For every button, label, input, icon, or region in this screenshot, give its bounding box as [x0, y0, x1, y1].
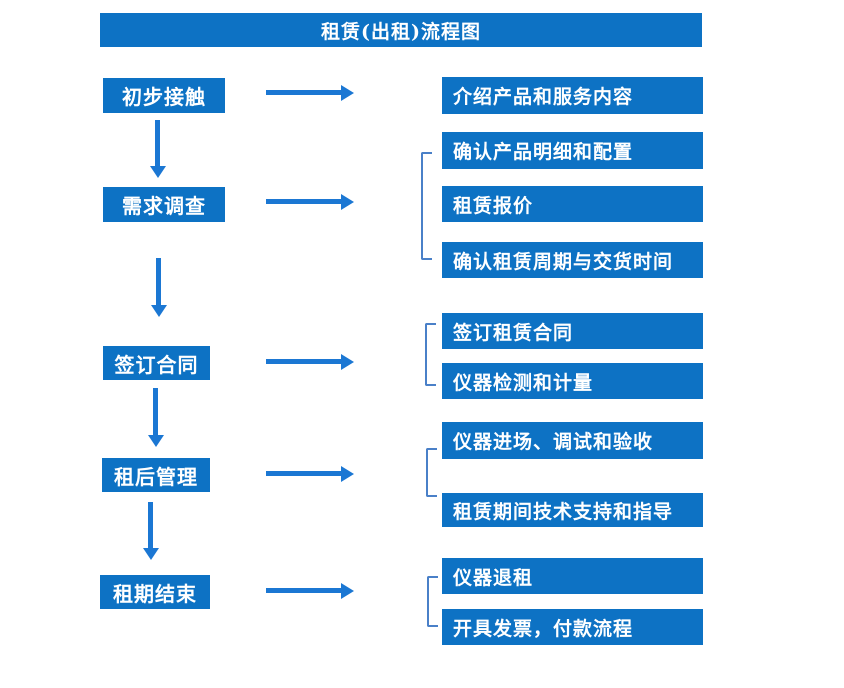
detail-instrument-arrival-debug-acceptance: 仪器进场、调试和验收 [442, 422, 703, 459]
arrow-shaft [153, 388, 158, 435]
down-arrow-icon [150, 120, 166, 178]
down-arrow-icon [151, 258, 167, 317]
right-arrow-icon [266, 354, 354, 370]
arrow-head [151, 305, 167, 317]
detail-sign-rental-contract: 签订租赁合同 [442, 313, 703, 349]
detail-confirm-product-specs: 确认产品明细和配置 [442, 132, 703, 169]
step-demand-survey: 需求调查 [103, 187, 225, 222]
arrow-shaft [155, 120, 160, 166]
detail-rental-quotation: 租赁报价 [442, 186, 703, 222]
arrow-head [148, 435, 164, 447]
arrow-head [150, 166, 166, 178]
arrow-shaft [148, 502, 153, 548]
arrow-shaft [266, 588, 342, 593]
arrow-shaft [156, 258, 161, 305]
detail-instrument-testing-metering: 仪器检测和计量 [442, 363, 703, 399]
arrow-head [341, 583, 354, 599]
down-arrow-icon [143, 502, 159, 560]
arrow-head [341, 354, 354, 370]
right-arrow-icon [266, 583, 354, 599]
arrow-head [341, 466, 354, 482]
right-arrow-icon [266, 466, 354, 482]
detail-confirm-rental-period-delivery: 确认租赁周期与交货时间 [442, 242, 703, 278]
arrow-shaft [266, 471, 342, 476]
group-bracket [426, 448, 437, 497]
arrow-head [341, 85, 354, 101]
step-rental-period-end: 租期结束 [100, 575, 210, 609]
step-sign-contract: 签订合同 [103, 346, 210, 380]
group-bracket [425, 323, 436, 386]
detail-introduce-products-services: 介绍产品和服务内容 [442, 77, 703, 114]
arrow-shaft [266, 90, 342, 95]
page-title: 租赁(出租)流程图 [100, 13, 702, 47]
arrow-head [341, 194, 354, 210]
detail-instrument-return: 仪器退租 [442, 558, 703, 594]
group-bracket [421, 152, 432, 260]
detail-invoice-payment-process: 开具发票，付款流程 [442, 609, 703, 645]
step-initial-contact: 初步接触 [103, 78, 225, 113]
right-arrow-icon [266, 194, 354, 210]
arrow-shaft [266, 359, 342, 364]
down-arrow-icon [148, 388, 164, 447]
group-bracket [427, 576, 438, 627]
arrow-shaft [266, 199, 342, 204]
detail-technical-support-guidance: 租赁期间技术支持和指导 [442, 493, 703, 527]
arrow-head [143, 548, 159, 560]
right-arrow-icon [266, 85, 354, 101]
step-post-rental-management: 租后管理 [102, 458, 210, 492]
